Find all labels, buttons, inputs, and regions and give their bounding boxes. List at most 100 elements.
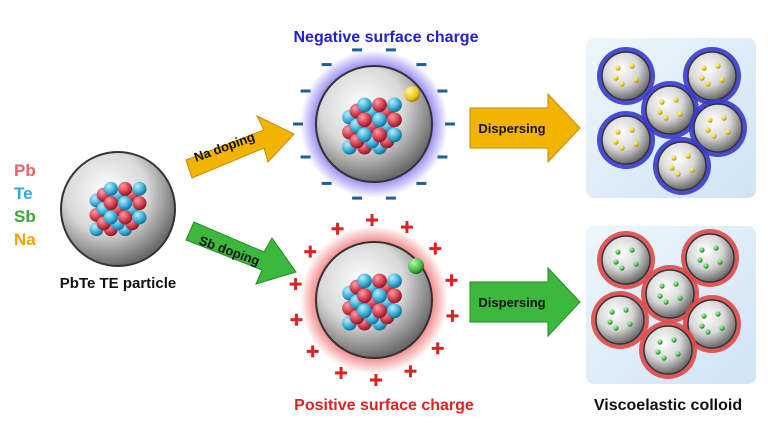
colloid-dopant bbox=[655, 349, 661, 355]
te-atom bbox=[132, 210, 147, 225]
colloid-dopant bbox=[657, 293, 663, 299]
colloid-dopant bbox=[627, 321, 633, 327]
dispersing-arrow-top: Dispersing bbox=[469, 92, 581, 164]
plus-sign bbox=[336, 222, 340, 235]
negative-lattice bbox=[342, 97, 402, 155]
colloid-sphere bbox=[657, 141, 707, 191]
minus-sign bbox=[321, 63, 332, 67]
colloid-dopant bbox=[619, 265, 625, 271]
negative-charge-title: Negative surface charge bbox=[294, 29, 479, 46]
source-particle bbox=[60, 151, 176, 267]
colloid-dopant bbox=[719, 325, 725, 331]
negative-colloid-panel bbox=[586, 38, 756, 198]
positive-particle bbox=[289, 214, 459, 386]
dispersing-bottom-label: Dispersing bbox=[478, 295, 545, 310]
plus-sign bbox=[339, 366, 343, 379]
minus-sign bbox=[416, 63, 427, 67]
pb-atom bbox=[387, 112, 402, 128]
colloid-dopant bbox=[607, 319, 613, 325]
colloid-sphere bbox=[595, 295, 645, 345]
colloid-dopant bbox=[663, 115, 669, 121]
colloid-dopant bbox=[633, 261, 639, 267]
na-dopant-atom bbox=[404, 86, 420, 102]
element-legend: Pb Te Sb Na bbox=[14, 161, 36, 249]
minus-sign bbox=[352, 196, 363, 200]
minus-sign bbox=[385, 196, 396, 200]
te-atom bbox=[372, 112, 387, 128]
colloid-dopant bbox=[699, 247, 705, 253]
plus-sign bbox=[436, 342, 440, 355]
plus-sign bbox=[374, 373, 378, 386]
pb-atom bbox=[372, 303, 387, 319]
plus-sign bbox=[408, 365, 412, 378]
colloid-dopant bbox=[725, 129, 731, 135]
pb-atom bbox=[103, 196, 118, 211]
plus-sign bbox=[450, 309, 454, 322]
colloid-dopant bbox=[673, 281, 679, 287]
colloid-sphere bbox=[687, 51, 737, 101]
colloid-dopant bbox=[685, 153, 691, 159]
colloid-sphere bbox=[693, 103, 743, 153]
colloid-dopant bbox=[629, 247, 635, 253]
te-atom bbox=[372, 288, 387, 304]
positive-charge-signs bbox=[289, 214, 459, 386]
positive-charge-title: Positive surface charge bbox=[294, 397, 474, 414]
minus-sign bbox=[300, 89, 311, 93]
colloid-sphere bbox=[601, 115, 651, 165]
colloid-dopant bbox=[715, 63, 721, 69]
colloid-dopant bbox=[613, 325, 619, 331]
colloid-dopant bbox=[701, 313, 707, 319]
legend-na: Na bbox=[14, 230, 36, 249]
colloid-dopant bbox=[705, 81, 711, 87]
viscoelastic-colloid-label: Viscoelastic colloid bbox=[594, 397, 742, 414]
colloid-dopant bbox=[721, 115, 727, 121]
colloid-dopant bbox=[717, 259, 723, 265]
te-atom bbox=[387, 303, 402, 319]
colloid-dopant bbox=[615, 129, 621, 135]
colloid-sphere bbox=[601, 235, 651, 285]
te-atom bbox=[387, 127, 402, 143]
minus-sign bbox=[385, 48, 396, 52]
plus-sign bbox=[433, 242, 437, 255]
pb-atom bbox=[387, 288, 402, 304]
colloid-dopant bbox=[677, 295, 683, 301]
pb-atom bbox=[372, 127, 387, 143]
minus-sign bbox=[437, 155, 448, 159]
minus-sign bbox=[300, 155, 311, 159]
negative-colloid-spheres bbox=[597, 47, 747, 195]
na-doping-arrow: Na doping bbox=[185, 114, 295, 179]
pb-atom bbox=[357, 112, 372, 128]
te-atom bbox=[357, 303, 372, 319]
colloid-dopant bbox=[719, 77, 725, 83]
plus-sign bbox=[311, 345, 315, 358]
te-atom bbox=[357, 273, 372, 289]
legend-pb: Pb bbox=[14, 161, 36, 180]
pb-atom bbox=[118, 181, 133, 196]
colloid-dopant bbox=[619, 81, 625, 87]
colloid-dopant bbox=[705, 127, 711, 133]
colloid-sphere bbox=[645, 85, 695, 135]
colloid-dopant bbox=[689, 167, 695, 173]
pb-atom bbox=[118, 210, 133, 225]
source-particle-label: PbTe TE particle bbox=[60, 275, 176, 292]
colloid-sphere bbox=[601, 51, 651, 101]
dispersing-arrow-bottom: Dispersing bbox=[469, 266, 581, 338]
colloid-dopant bbox=[657, 109, 663, 115]
te-atom bbox=[118, 196, 133, 211]
negative-charge-signs bbox=[293, 48, 455, 200]
pb-atom bbox=[372, 273, 387, 289]
colloid-dopant bbox=[633, 77, 639, 83]
colloid-dopant bbox=[675, 171, 681, 177]
colloid-dopant bbox=[715, 311, 721, 317]
plus-sign bbox=[405, 221, 409, 234]
colloid-dopant bbox=[659, 283, 665, 289]
colloid-dopant bbox=[677, 111, 683, 117]
te-atom bbox=[387, 97, 402, 113]
colloid-dopant bbox=[671, 337, 677, 343]
plus-sign bbox=[294, 278, 298, 291]
te-atom bbox=[103, 210, 118, 225]
legend-te: Te bbox=[14, 184, 33, 203]
minus-sign bbox=[293, 122, 303, 126]
